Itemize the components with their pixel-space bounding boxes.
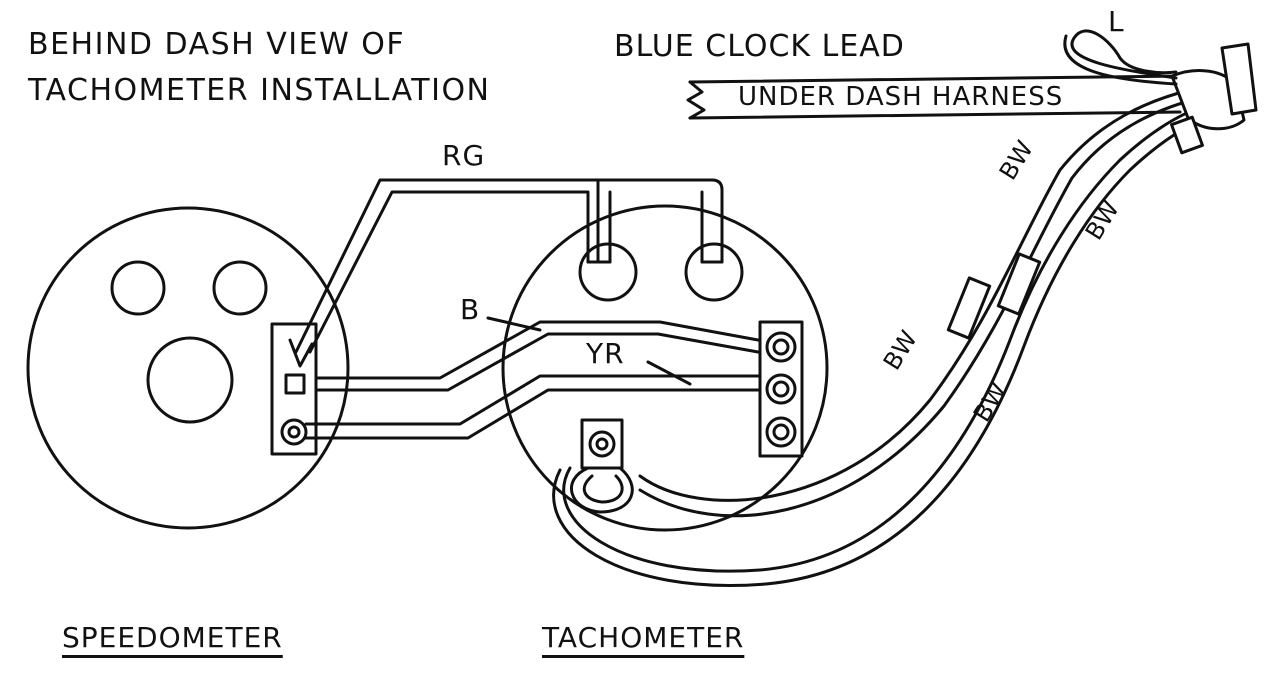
speedometer-hole-top-right [212,260,268,316]
terminal-bottom-icon [765,416,797,448]
speedometer-housing [26,206,350,530]
l-label: L [1108,5,1125,38]
under-dash-harness-label: UNDER DASH HARNESS [738,82,1064,112]
ground-loop [570,466,634,514]
ground-lug [580,418,624,470]
speedometer-caption: SPEEDOMETER [62,621,283,654]
blue-clock-lead-label: BLUE CLOCK LEAD [614,29,905,64]
speedometer-hole-top-left [110,260,166,316]
b-label: B [460,293,481,326]
rg-label: RG [442,139,486,172]
heading-line-1: BEHIND DASH VIEW OF [28,27,406,62]
tachometer-post-left [578,242,638,302]
bw-connector-upper [946,276,992,340]
speedometer-terminal-ring [280,418,308,446]
b-wire [316,320,760,380]
bw-connector-lower [996,252,1042,316]
yr-label: YR [586,337,625,370]
terminal-top-icon [765,331,797,363]
yr-wire [304,374,760,426]
heading-line-2: TACHOMETER INSTALLATION [28,73,491,108]
tachometer-caption: TACHOMETER [542,621,745,654]
tachometer-post-right [684,242,744,302]
speedometer-hole-center [146,336,234,424]
bw-wire-outer [562,106,1202,573]
speedometer-terminal-square [284,373,306,395]
blue-clock-lead-loop [1070,29,1178,80]
rg-wire [294,178,724,354]
under-dash-harness [688,74,1182,120]
bw-wire-inner [638,88,1192,502]
harness-bundle [1170,69,1246,131]
speedometer-terminal-plate [270,322,318,456]
terminal-middle-icon [765,373,797,405]
